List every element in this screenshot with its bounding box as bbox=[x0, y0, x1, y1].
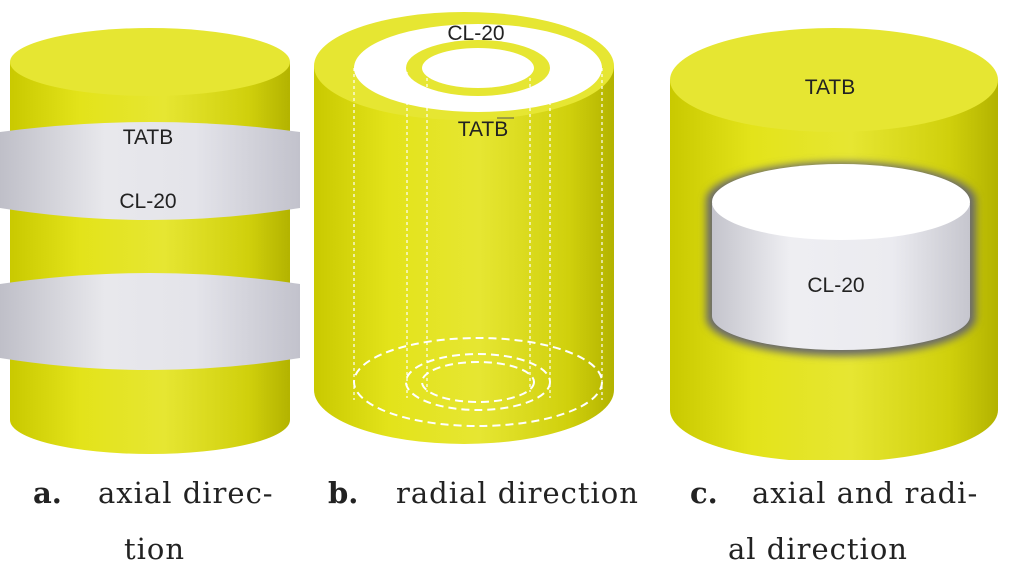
panel-b-tatb-label: TATB bbox=[458, 118, 509, 141]
panel-a-caption-line2: tion bbox=[124, 532, 186, 566]
panel-a-tatb-label: TATB bbox=[123, 126, 174, 149]
cylinder-c: TATB CL-20 bbox=[670, 28, 998, 460]
panel-b-caption-line1: radial direction bbox=[396, 476, 639, 510]
cylinder-b: CL-20 TATB bbox=[314, 12, 614, 444]
cylinder-a: TATB CL-20 bbox=[0, 28, 300, 454]
cl20-core bbox=[422, 48, 534, 88]
cylinder-diagrams: TATB CL-20 CL-20 TATB bbox=[0, 12, 998, 460]
cylinder-b-body bbox=[314, 66, 614, 444]
panel-b-caption-letter: b. bbox=[328, 476, 359, 510]
cl20-band-2 bbox=[0, 273, 300, 370]
cylinder-a-body bbox=[10, 62, 290, 454]
cylinder-a-top bbox=[10, 28, 290, 96]
cl20-band-1 bbox=[0, 122, 300, 220]
panel-c-tatb-label: TATB bbox=[805, 76, 856, 99]
panel-a-caption-letter: a. bbox=[33, 476, 62, 510]
panel-a-caption-line1: axial direc- bbox=[98, 476, 274, 510]
panel-c-caption-line2: al direction bbox=[728, 532, 908, 566]
panel-a-cl20-label: CL-20 bbox=[119, 190, 176, 213]
dashed-bottom-rings bbox=[353, 337, 603, 427]
panel-c-caption-letter: c. bbox=[690, 476, 718, 510]
panel-c-caption-line1: axial and radi- bbox=[752, 476, 979, 510]
panel-b-cl20-label: CL-20 bbox=[447, 22, 504, 45]
dashed-guides bbox=[353, 68, 603, 400]
cylinder-c-top bbox=[670, 28, 998, 132]
panel-c-cl20-label: CL-20 bbox=[807, 274, 864, 297]
cl20-embedded-cylinder bbox=[706, 162, 976, 356]
